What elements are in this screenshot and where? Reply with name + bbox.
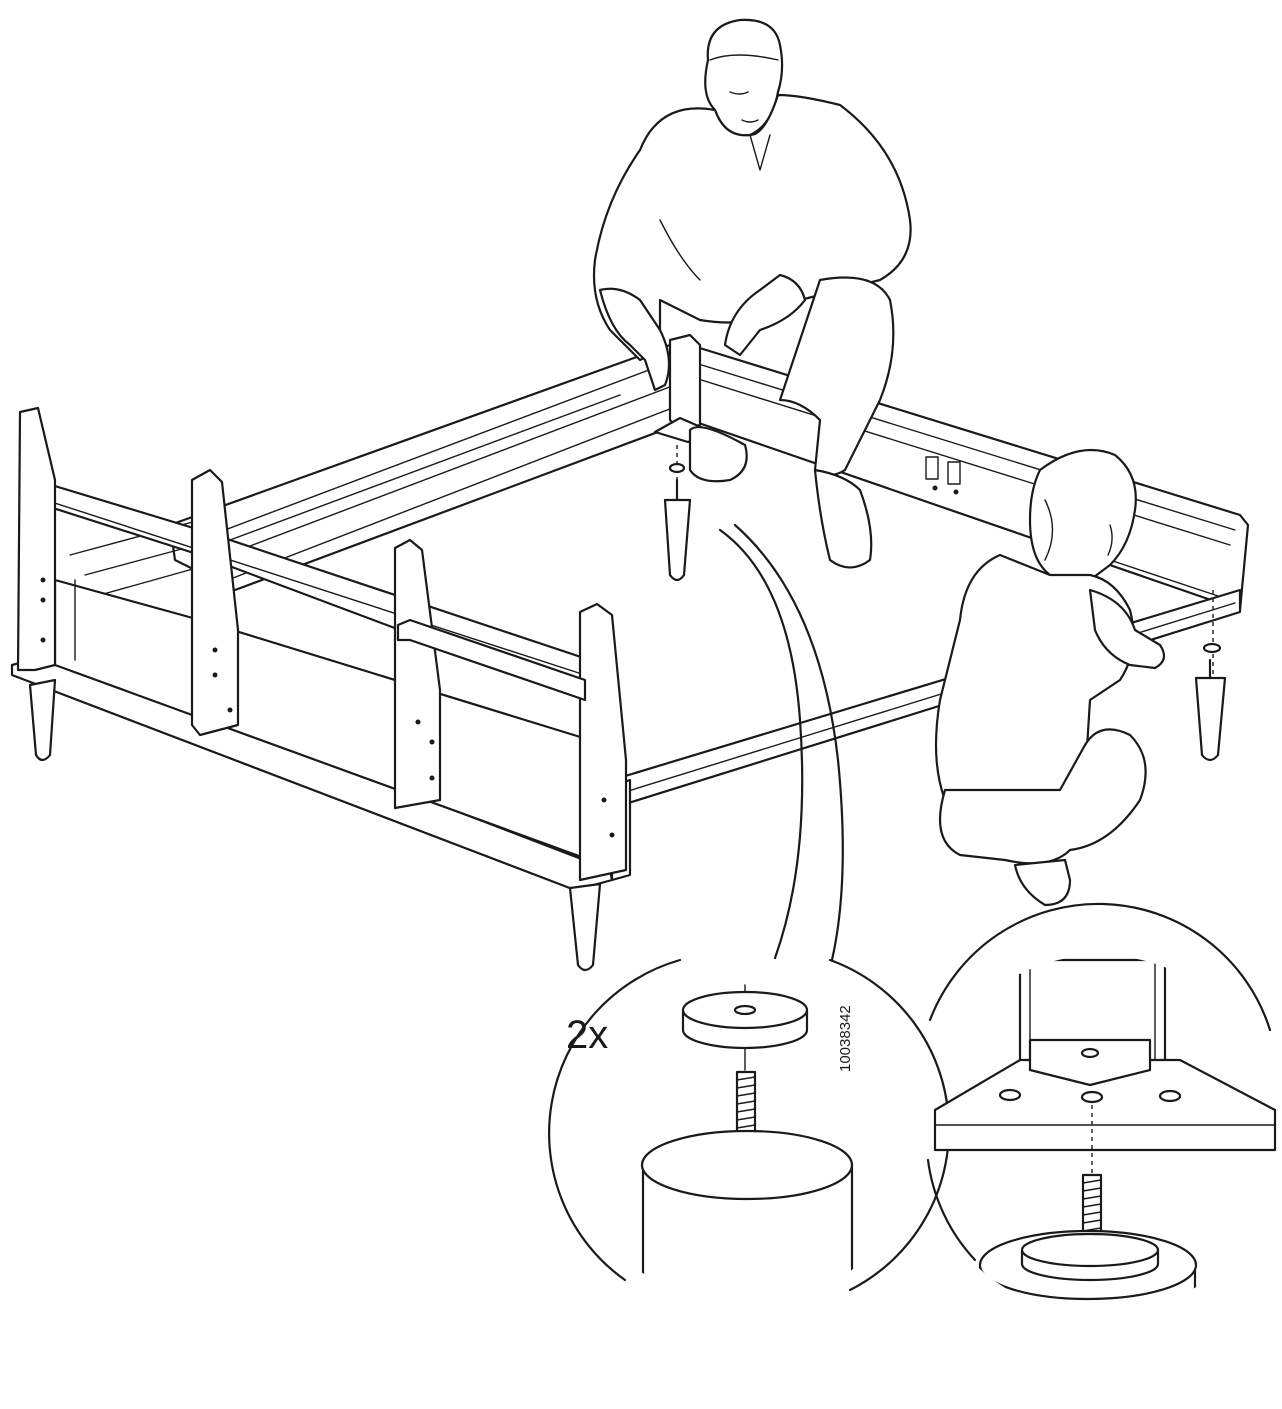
detail-circle-bracket [926,902,1277,1315]
rail-bracket [925,456,961,495]
man-assembler [592,18,912,569]
woman-assembler [934,448,1166,907]
bed-legs [28,678,602,972]
callout-connector [718,528,804,960]
loose-leg-back [663,445,692,582]
headboard-posts [16,406,628,882]
quantity-label: 2x [566,1013,608,1057]
corner-post [668,333,702,432]
detail-circle-washer-leg [548,958,950,1305]
loose-leg-right [1194,590,1227,762]
leg-top [641,1163,854,1305]
corner-bracket-plate [933,1058,1277,1152]
part-number: 10038342 [837,1005,854,1072]
